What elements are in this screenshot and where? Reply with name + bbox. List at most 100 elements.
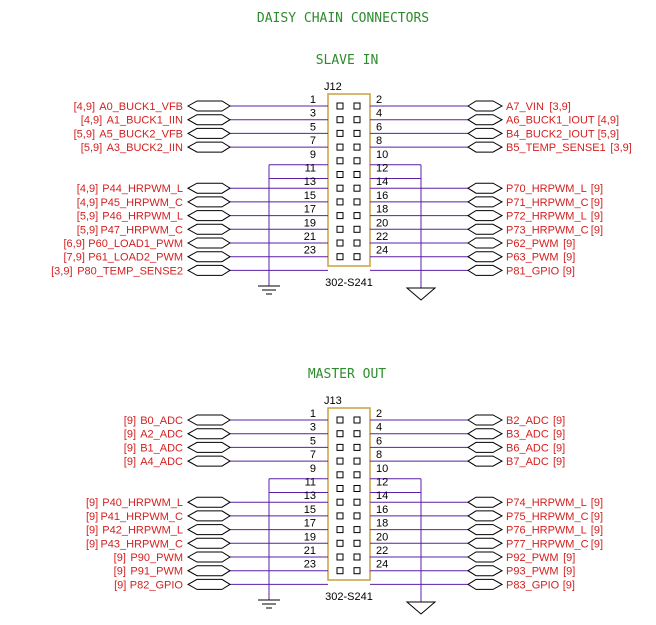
port-right-icon: [467, 428, 504, 440]
pin-pad: [353, 184, 361, 192]
net-label: B6_ADC: [506, 442, 549, 454]
net-label: P42_HRPWM_L: [102, 525, 183, 537]
net-label: P40_HRPWM_L: [102, 497, 183, 509]
port-right-icon: [467, 414, 504, 426]
port-left-icon: [186, 210, 231, 222]
net-label: B5_TEMP_SENSE1: [506, 142, 606, 154]
pin-pad: [336, 498, 344, 506]
sheet-reference: [5,9]: [74, 128, 95, 140]
connector-part-number: 302-S241: [325, 591, 373, 603]
port-left-icon: [186, 524, 231, 536]
port-right-icon: [467, 223, 504, 235]
net-label: B7_ADC: [506, 456, 549, 468]
net-label: P93_PWM: [506, 566, 559, 578]
sheet-reference: [9]: [563, 252, 575, 264]
pin-pad: [336, 116, 344, 124]
pin-pad: [336, 143, 344, 151]
pin-number: 3: [310, 108, 316, 120]
sheet-reference: [9]: [591, 538, 603, 550]
pin-number: 9: [310, 149, 316, 161]
pin-pad: [336, 184, 344, 192]
sheet-reference: [4,9]: [81, 115, 102, 127]
pin-number: 17: [304, 518, 316, 530]
sheet-reference: [9]: [591, 511, 603, 523]
port-left-icon: [186, 537, 231, 549]
pin-pad: [336, 253, 344, 261]
pin-pad: [336, 539, 344, 547]
port-left-icon: [186, 196, 231, 208]
port-right-icon: [467, 237, 504, 249]
connector-refdes: J13: [324, 395, 342, 407]
pin-number: 10: [376, 149, 388, 161]
pin-pad: [336, 471, 344, 479]
sheet-reference: [4,9]: [74, 101, 95, 113]
pin-number: 1: [310, 94, 316, 106]
pin-number: 8: [376, 135, 382, 147]
sheet-reference: [9]: [86, 538, 98, 550]
pin-pad: [336, 416, 344, 424]
net-label: P82_GPIO: [130, 579, 184, 591]
pin-pad: [336, 443, 344, 451]
pin-pad: [353, 471, 361, 479]
net-label: P62_PWM: [506, 238, 559, 250]
pin-pad: [353, 225, 361, 233]
pin-pad: [353, 485, 361, 492]
net-label: P61_LOAD2_PWM: [88, 252, 183, 264]
connector-body: [327, 93, 371, 267]
sheet-reference: [4,9]: [77, 197, 98, 209]
pin-number: 18: [376, 518, 388, 530]
pin-number: 13: [304, 490, 316, 502]
pin-pad: [353, 416, 361, 424]
pin-pad: [336, 457, 344, 465]
power-triangle-icon: [405, 601, 437, 615]
port-left-icon: [186, 100, 231, 112]
pin-pad: [353, 143, 361, 151]
pin-pad: [353, 239, 361, 247]
sheet-reference: [9]: [86, 511, 98, 523]
sheet-reference: [9]: [124, 429, 136, 441]
pin-number: 12: [376, 477, 388, 489]
sheet-reference: [9]: [114, 552, 126, 564]
pin-pad: [336, 157, 344, 165]
sheet-reference: [9]: [124, 415, 136, 427]
pin-number: 17: [304, 204, 316, 216]
sheet-reference: [9]: [114, 566, 126, 578]
net-label: P74_HRPWM_L: [506, 497, 587, 509]
pin-pad: [353, 539, 361, 547]
port-right-icon: [467, 455, 504, 467]
port-right-icon: [467, 578, 504, 590]
sheet-reference: [6,9]: [63, 238, 84, 250]
pin-number: 16: [376, 190, 388, 202]
sheet-reference: [9]: [563, 552, 575, 564]
sheet-reference: [9]: [553, 415, 565, 427]
sheet-reference: [9]: [86, 497, 98, 509]
pin-pad: [336, 567, 344, 575]
net-label: A0_BUCK1_VFB: [99, 101, 183, 113]
pin-number: 20: [376, 531, 388, 543]
net-label: P72_HRPWM_L: [506, 211, 587, 223]
page-title: DAISY CHAIN CONNECTORS: [257, 11, 429, 26]
pin-pad: [336, 171, 344, 178]
sheet-reference: [3,9]: [51, 265, 72, 277]
pin-number: 4: [376, 108, 382, 120]
pin-number: 22: [376, 545, 388, 557]
pin-number: 23: [304, 559, 316, 571]
connector-body: [327, 407, 371, 581]
pin-number: 11: [305, 163, 316, 175]
pin-number: 6: [376, 121, 382, 133]
port-left-icon: [186, 455, 231, 467]
pin-pad: [353, 430, 361, 438]
port-right-icon: [467, 264, 504, 276]
pin-number: 7: [310, 135, 316, 147]
net-label: B4_BUCK2_IOUT: [506, 128, 595, 140]
pin-number: 24: [376, 245, 388, 257]
net-label: P71_HRPWM_C: [506, 197, 589, 209]
port-left-icon: [186, 264, 231, 276]
net-label: P43_HRPWM_C: [100, 538, 183, 550]
port-right-icon: [467, 551, 504, 563]
port-left-icon: [186, 565, 231, 577]
port-right-icon: [467, 565, 504, 577]
sheet-reference: [5,9]: [81, 142, 102, 154]
pin-pad: [353, 253, 361, 261]
